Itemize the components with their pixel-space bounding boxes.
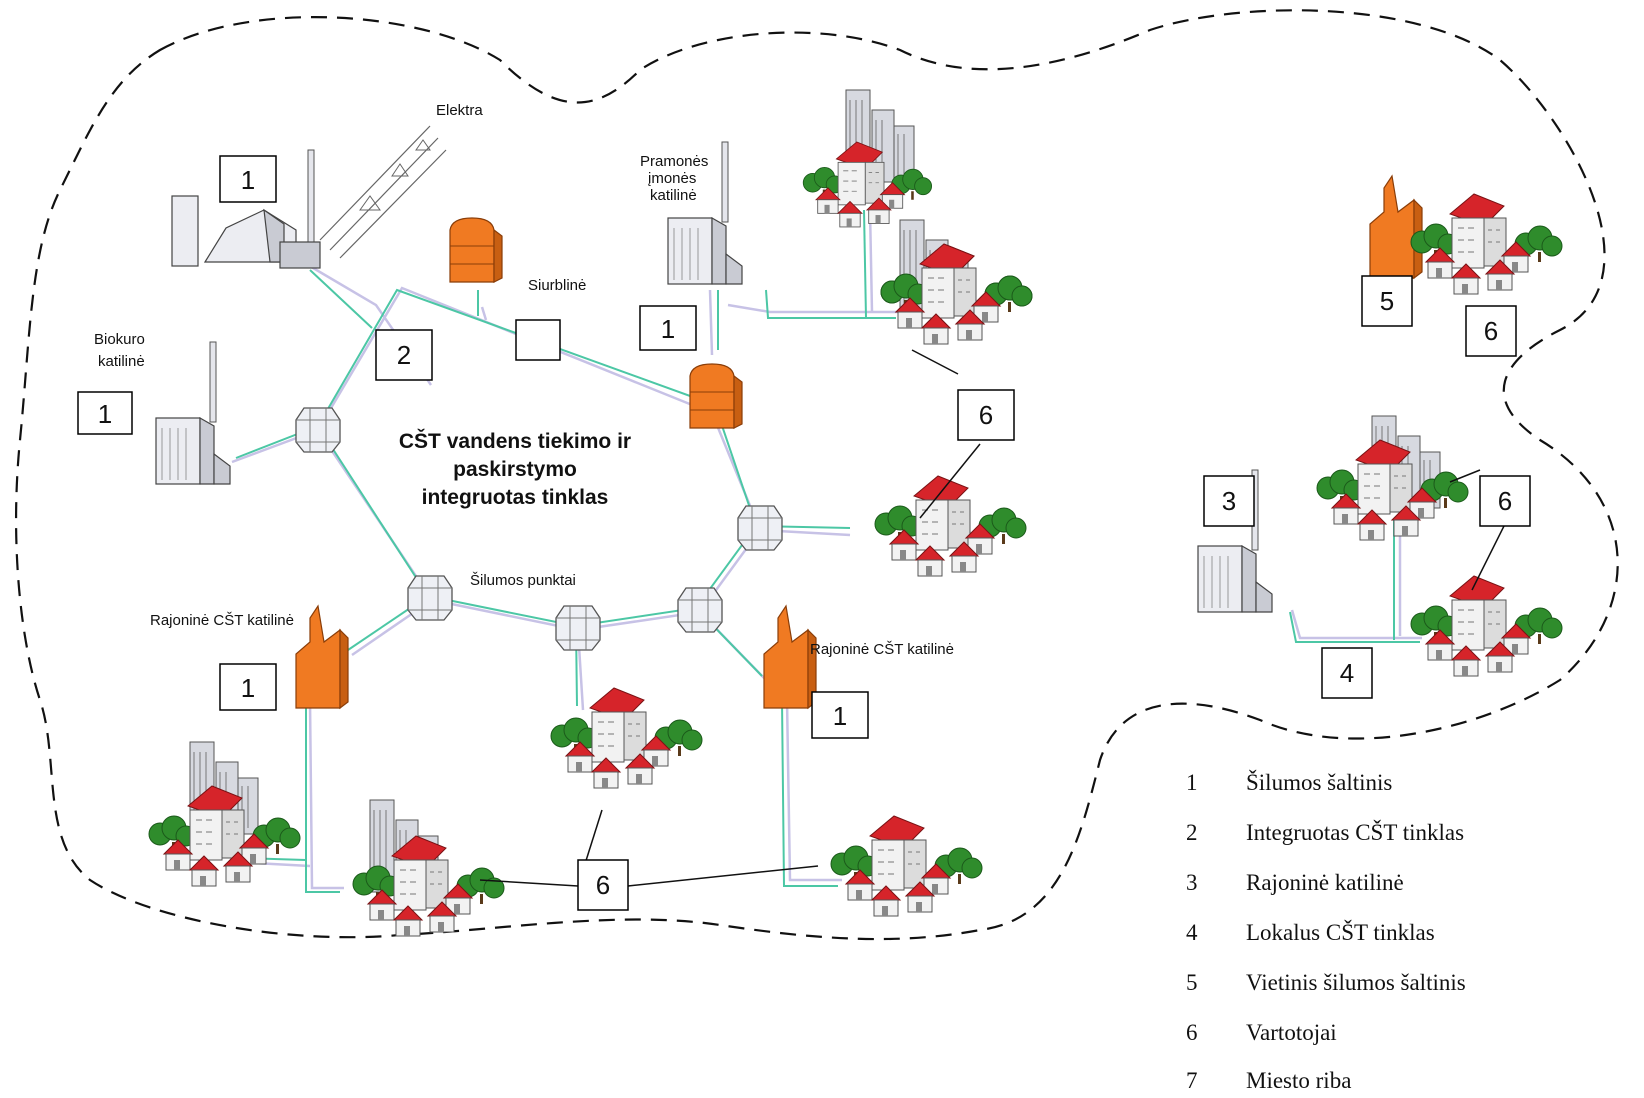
callout-box: 1 — [811, 691, 869, 739]
callout-local-consumers: 6 — [1484, 316, 1498, 346]
callout-biokuro: 1 — [98, 399, 112, 429]
legend-text: Šilumos šaltinis — [1246, 769, 1392, 795]
legend: 1 Šilumos šaltinis 2 Integruotas CŠT tin… — [1186, 769, 1466, 1093]
network-pump-icon — [689, 363, 743, 429]
callout-box: 6 — [577, 859, 629, 911]
label-silumos-punktai: Šilumos punktai — [470, 572, 576, 589]
callout-box: 5 — [1361, 275, 1413, 327]
callout-box: 1 — [219, 663, 277, 711]
label-pramones-3: katilinė — [650, 187, 697, 204]
legend-num: 1 — [1186, 770, 1198, 795]
callout-box: 1 — [639, 305, 697, 351]
callout-box: 1 — [219, 155, 277, 203]
callout-consumers-bottom: 6 — [596, 870, 610, 900]
legend-num: 6 — [1186, 1020, 1198, 1045]
callout-regional-boiler: 3 — [1222, 486, 1236, 516]
callout-box: 6 — [1479, 475, 1531, 527]
label-siurbline: Siurblinė — [528, 277, 586, 294]
network-title-line-2: paskirstymo — [453, 458, 577, 481]
label-biokuro-2: katilinė — [98, 353, 145, 370]
legend-text: Miesto riba — [1246, 1068, 1351, 1093]
label-pramones-1: Pramonės — [640, 153, 708, 170]
consumers-icon — [149, 89, 1562, 936]
callout-box: 4 — [1321, 647, 1373, 699]
callout-power-plant: 1 — [241, 165, 255, 195]
label-pramones-2: įmonės — [648, 170, 696, 187]
power-plant-icon — [171, 125, 447, 269]
callout-regional-consumers: 6 — [1498, 486, 1512, 516]
callout-industrial: 1 — [661, 314, 675, 344]
legend-num: 7 — [1186, 1068, 1198, 1093]
callout-district-right: 1 — [833, 701, 847, 731]
callout-box — [515, 319, 561, 361]
callout-box: 6 — [1465, 305, 1517, 357]
district-boiler-left-icon — [295, 605, 349, 709]
callout-local-network: 4 — [1340, 658, 1354, 688]
legend-num: 4 — [1186, 920, 1198, 945]
legend-text: Vartotojai — [1246, 1020, 1337, 1045]
legend-text: Vietinis šilumos šaltinis — [1246, 970, 1466, 995]
legend-num: 2 — [1186, 820, 1198, 845]
callout-box: 1 — [77, 391, 133, 435]
legend-text: Lokalus CŠT tinklas — [1246, 919, 1435, 945]
legend-text: Rajoninė katilinė — [1246, 870, 1404, 895]
callout-box: 2 — [375, 329, 433, 381]
legend-num: 5 — [1186, 970, 1198, 995]
label-elektra: Elektra — [436, 102, 483, 119]
label-rajonine-left: Rajoninė CŠT katilinė — [150, 612, 294, 629]
callout-consumers-upper: 6 — [979, 400, 993, 430]
callout-district-left: 1 — [241, 673, 255, 703]
label-biokuro-1: Biokuro — [94, 331, 145, 348]
legend-num: 3 — [1186, 870, 1198, 895]
district-boiler-right-icon — [763, 605, 817, 709]
city-boundary — [15, 9, 1619, 941]
callout-box: 3 — [1203, 475, 1255, 527]
network-title-line-3: integruotas tinklas — [422, 486, 609, 509]
callout-local-source: 5 — [1380, 286, 1394, 316]
biofuel-boiler-icon — [155, 341, 231, 485]
callout-network: 2 — [397, 340, 411, 370]
pump-station-icon — [449, 217, 503, 283]
legend-text: Integruotas CŠT tinklas — [1246, 819, 1464, 845]
local-heat-source-icon — [1369, 175, 1423, 279]
network-title-line-1: CŠT vandens tiekimo ir — [399, 429, 631, 453]
label-rajonine-right: Rajoninė CŠT katilinė — [810, 641, 954, 658]
callout-box: 6 — [957, 389, 1015, 441]
